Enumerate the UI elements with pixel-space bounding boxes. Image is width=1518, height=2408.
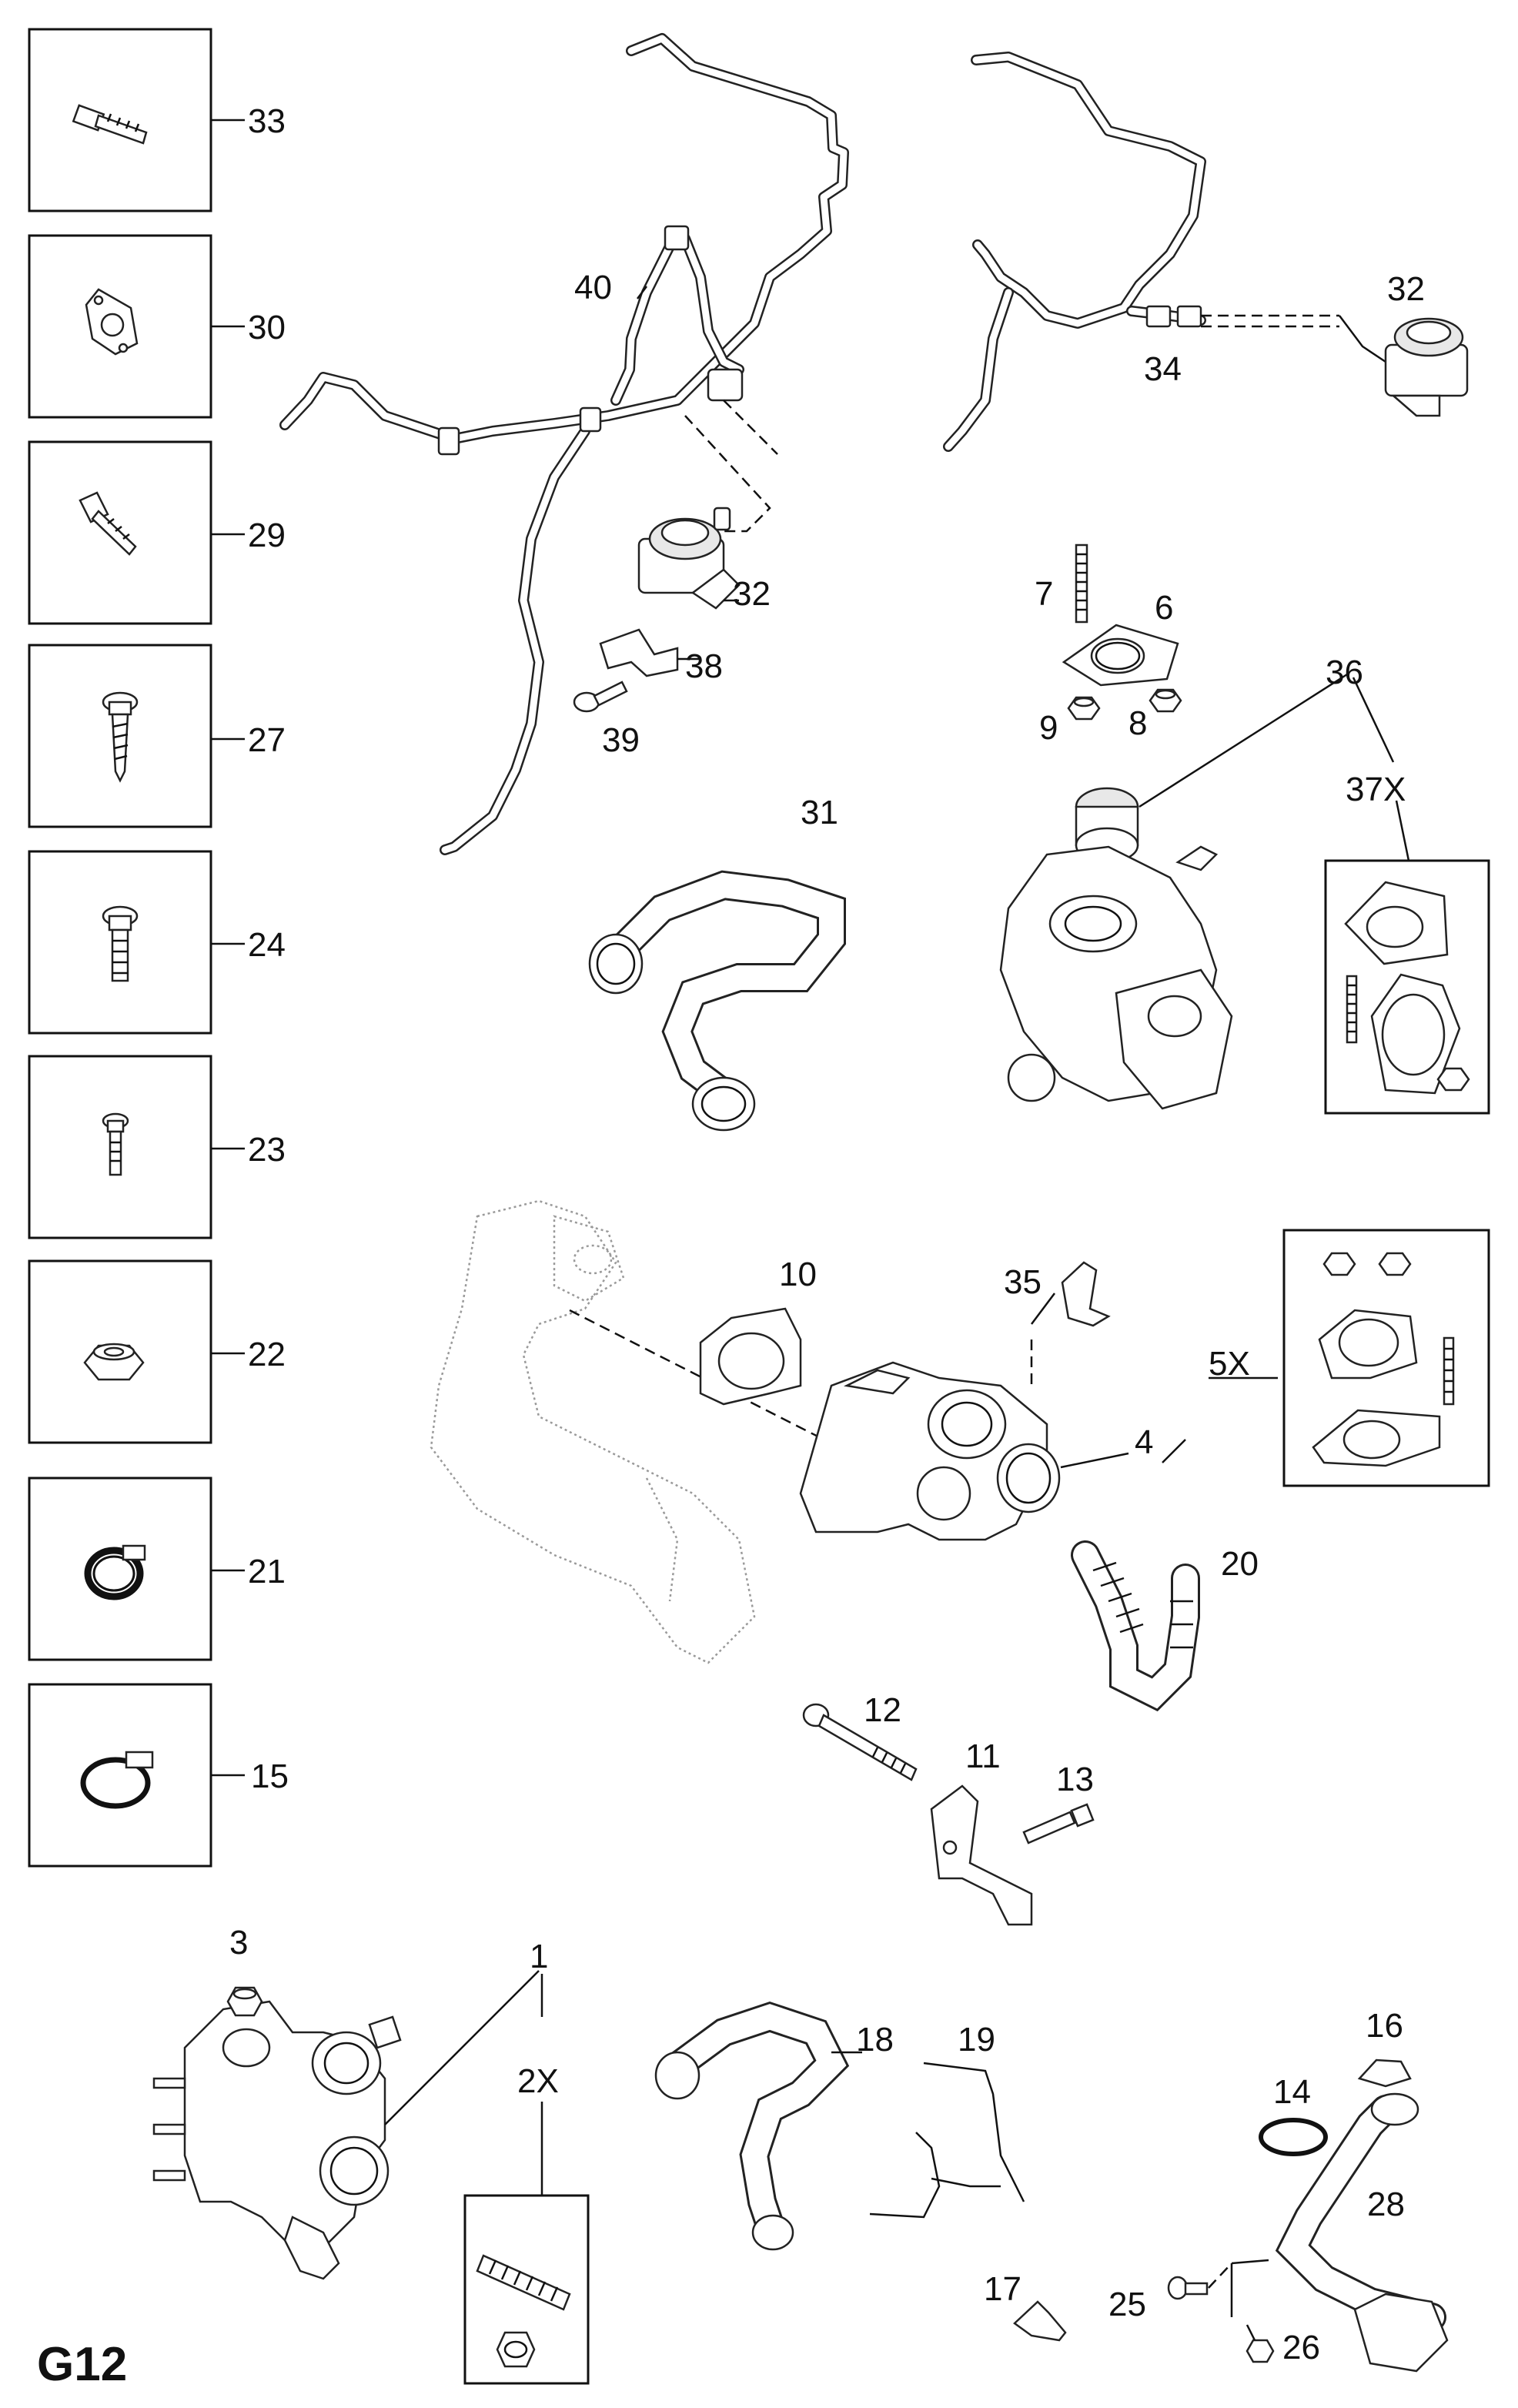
vacuum-solenoid-32-right [1384, 317, 1469, 417]
callout-1: 1 [530, 1938, 548, 1975]
callout-27: 27 [248, 721, 286, 759]
callout-38: 38 [685, 647, 723, 685]
callout-3: 3 [229, 1924, 248, 1962]
nut-3 [226, 1986, 263, 2017]
bolt-25 [1167, 2276, 1209, 2300]
intake-hose-20 [1071, 1540, 1200, 1712]
hose-18 [654, 2001, 850, 2251]
clip-16 [1357, 2059, 1412, 2088]
part-box-27: 27 [28, 644, 286, 828]
callout-17: 17 [984, 2270, 1021, 2308]
callout-28: 28 [1367, 2186, 1405, 2223]
callout-35: 35 [1004, 1263, 1042, 1301]
vacuum-solenoid-32-left [637, 507, 741, 610]
nut-icon [83, 1343, 145, 1381]
hose-clamp-icon [84, 1544, 146, 1600]
bolt-39 [573, 681, 628, 713]
pipe-28 [1275, 2092, 1449, 2373]
callout-29: 29 [248, 517, 286, 554]
gasket-10 [699, 1307, 802, 1406]
bracket-38 [599, 628, 679, 677]
hose-clamp-icon [80, 1751, 154, 1809]
turbocharger-1 [152, 2000, 402, 2280]
callout-25: 25 [1108, 2286, 1146, 2323]
bracket-35 [1061, 1261, 1111, 1327]
gasket-icon [85, 288, 139, 356]
callout-5x: 5X [1209, 1345, 1250, 1383]
bolt-12 [802, 1703, 918, 1781]
callout-18: 18 [856, 2021, 894, 2059]
nut-26 [1245, 2339, 1275, 2363]
callout-8: 8 [1128, 704, 1147, 742]
gasket-kit-37x [1324, 859, 1490, 1115]
stud-7 [1075, 543, 1088, 624]
bracket-11 [930, 1784, 1033, 1926]
clip-17 [1013, 2300, 1067, 2342]
callout-6: 6 [1155, 589, 1173, 627]
part-box-33: 33 [28, 28, 286, 212]
callout-4: 4 [1135, 1423, 1153, 1461]
callout-16: 16 [1366, 2007, 1403, 2045]
callout-31: 31 [801, 794, 838, 831]
callout-23: 23 [248, 1131, 286, 1169]
turbocharger-36 [999, 787, 1233, 1110]
leader-lines [384, 286, 1410, 2341]
callout-39: 39 [602, 721, 640, 759]
callout-9: 9 [1039, 709, 1058, 747]
callout-21: 21 [248, 1553, 286, 1590]
bolt-13 [1022, 1803, 1095, 1844]
bolt-icon [102, 1112, 129, 1176]
callout-10: 10 [779, 1256, 817, 1293]
callout-32-right: 32 [1387, 270, 1425, 308]
part-box-15: 15 [28, 1683, 289, 1868]
callout-7: 7 [1035, 575, 1053, 613]
vacuum-pipe-assembly [279, 33, 849, 855]
part-box-29: 29 [28, 440, 286, 625]
turbocharger-4 [799, 1361, 1061, 1541]
part-box-21: 21 [28, 1477, 286, 1661]
gasket-6 [1062, 624, 1179, 687]
callout-2x: 2X [517, 2062, 559, 2100]
gasket-kit-5x [1282, 1229, 1490, 1487]
callout-33: 33 [248, 102, 286, 140]
callout-15: 15 [251, 1758, 289, 1795]
callout-12: 12 [864, 1691, 901, 1729]
callout-22: 22 [248, 1336, 286, 1373]
nut-8 [1149, 688, 1182, 713]
callout-24: 24 [248, 926, 286, 964]
callout-37x: 37X [1346, 771, 1406, 808]
stud-nut-kit-2x [463, 2194, 590, 2385]
callout-32: 32 [733, 575, 771, 613]
callout-14: 14 [1273, 2073, 1311, 2111]
callout-40: 40 [574, 269, 612, 306]
o-ring-14 [1259, 2118, 1328, 2156]
part-box-23: 23 [28, 1055, 286, 1239]
screw-icon [102, 691, 139, 783]
intercooler-hose-31 [588, 870, 846, 1132]
callout-13: 13 [1056, 1761, 1094, 1798]
catalytic-converter-ghost [430, 1199, 756, 1664]
bolt-icon [102, 905, 139, 982]
part-box-22: 22 [28, 1259, 286, 1444]
callout-36: 36 [1326, 654, 1363, 691]
bolt-icon [72, 104, 148, 145]
callout-30: 30 [248, 309, 286, 346]
callout-labels: 40 32 38 39 32 34 7 6 9 8 36 37X 31 10 3… [229, 269, 1425, 2366]
part-box-24: 24 [28, 850, 286, 1035]
pipe-19 [869, 2062, 1025, 2219]
callout-11: 11 [965, 1737, 1001, 1775]
part-box-30: 30 [28, 234, 286, 419]
bolt-icon [79, 491, 137, 556]
nut-9 [1067, 696, 1101, 721]
vacuum-pipe-34 [943, 52, 1386, 452]
callout-20: 20 [1221, 1545, 1259, 1583]
callout-34: 34 [1144, 350, 1182, 388]
callout-26: 26 [1282, 2329, 1320, 2366]
callout-19: 19 [958, 2021, 995, 2059]
sheet-label: G12 [37, 2338, 127, 2391]
